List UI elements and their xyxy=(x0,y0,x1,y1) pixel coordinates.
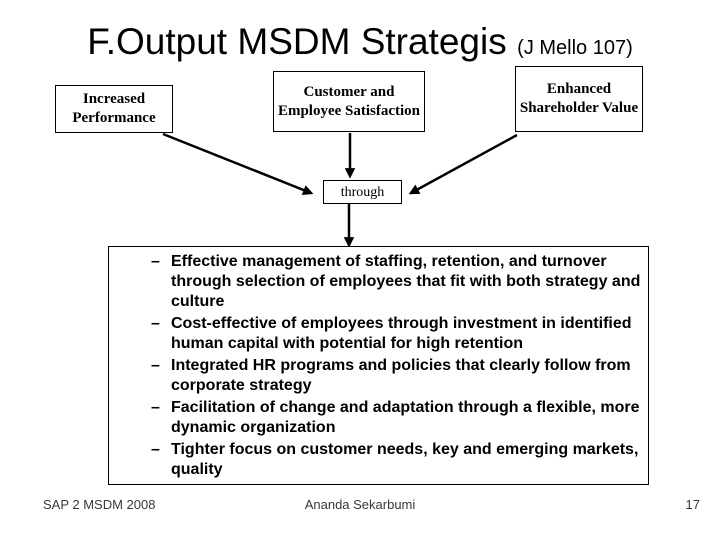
bullet-dash: – xyxy=(151,441,160,458)
bullet-item: – Tighter focus on customer needs, key a… xyxy=(109,440,648,480)
bullet-dash: – xyxy=(151,253,160,270)
bullet-text: Effective management of staffing, retent… xyxy=(171,253,641,310)
bullet-item: – Facilitation of change and adaptation … xyxy=(109,398,648,438)
bullet-text: Tighter focus on customer needs, key and… xyxy=(171,441,639,478)
box-increased-performance: Increased Performance xyxy=(55,85,173,133)
through-connector-box: through xyxy=(323,180,402,204)
bullet-list: – Effective management of staffing, rete… xyxy=(109,252,648,480)
bullet-dash: – xyxy=(151,357,160,374)
bullet-item: – Effective management of staffing, rete… xyxy=(109,252,648,312)
footer-page-number: 17 xyxy=(685,497,700,512)
bullet-text: Integrated HR programs and policies that… xyxy=(171,357,631,394)
title-block: F.Output MSDM Strategis (J Mello 107) xyxy=(0,20,720,64)
arrow-increased-to-through xyxy=(162,132,314,195)
footer-course-label: SAP 2 MSDM 2008 xyxy=(43,497,156,512)
bullet-item: – Cost-effective of employees through in… xyxy=(109,314,648,354)
arrow-shareholder-to-through xyxy=(408,133,518,195)
bullet-text: Facilitation of change and adaptation th… xyxy=(171,399,640,436)
box-customer-employee-satisfaction: Customer and Employee Satisfaction xyxy=(273,71,425,132)
footer-author: Ananda Sekarbumi xyxy=(304,497,416,512)
bullet-dash: – xyxy=(151,399,160,416)
box-enhanced-shareholder-value: Enhanced Shareholder Value xyxy=(515,66,643,132)
bullet-text: Cost-effective of employees through inve… xyxy=(171,315,632,352)
title-citation: (J Mello 107) xyxy=(517,37,633,59)
bullet-dash: – xyxy=(151,315,160,332)
bullet-item: – Integrated HR programs and policies th… xyxy=(109,356,648,396)
slide-title: F.Output MSDM Strategis xyxy=(87,21,507,62)
content-box: – Effective management of staffing, rete… xyxy=(108,246,649,485)
